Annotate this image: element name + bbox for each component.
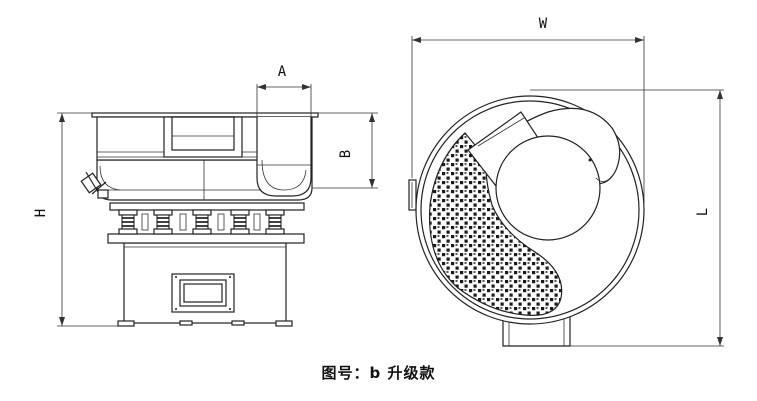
- dimension-a: A: [257, 64, 311, 90]
- front-view: H A B: [33, 64, 378, 327]
- dimension-h-label: H: [33, 209, 49, 217]
- dimension-w-label: W: [539, 16, 548, 32]
- dimension-h: H: [33, 113, 65, 326]
- springs: [118, 209, 285, 235]
- dimension-l-label: L: [695, 208, 711, 216]
- center-disk: [495, 135, 601, 241]
- discharge-channel: [256, 117, 312, 197]
- dimension-b-label: B: [338, 150, 354, 158]
- dimension-l: L: [695, 90, 723, 346]
- mesh-track: [428, 132, 563, 316]
- dimension-w: W: [412, 16, 644, 43]
- top-view: W L: [408, 16, 724, 347]
- figure-caption: 图号：b 升级款: [321, 364, 436, 382]
- dimension-a-label: A: [278, 64, 287, 80]
- side-valve: [80, 171, 109, 199]
- dimension-b: B: [338, 113, 375, 188]
